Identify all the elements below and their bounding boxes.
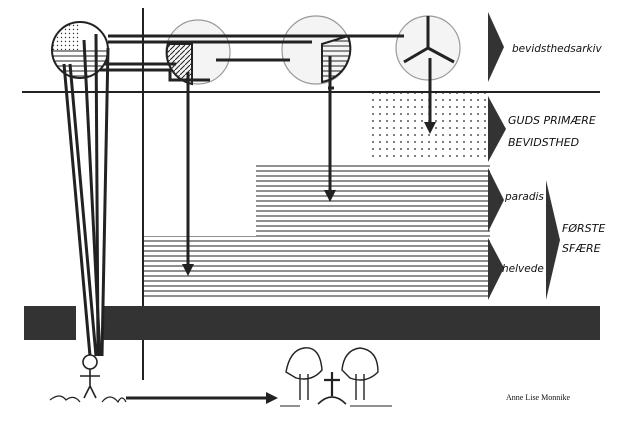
descent-arrows (182, 56, 436, 276)
paradise-marker (488, 168, 504, 232)
soul-streams (62, 33, 110, 357)
sphere-1 (51, 21, 109, 79)
archive-marker (488, 12, 504, 82)
connector-pipes (100, 34, 404, 90)
first-sphere-marker (546, 180, 560, 300)
grave-mound (317, 396, 347, 405)
tree-right (341, 347, 379, 400)
hell-marker (488, 238, 504, 300)
gods-primary-marker (488, 96, 506, 162)
artist-credit: Anne Lise Monnike (506, 393, 570, 402)
label-first-sphere-1: FØRSTE (562, 222, 605, 235)
label-gods-primary-2: BEVIDSTHED (508, 136, 579, 149)
label-archive: bevidsthedsarkiv (512, 43, 603, 55)
level-markers (488, 12, 560, 300)
sphere-3 (281, 15, 352, 85)
label-paradise: paradis (504, 191, 544, 203)
person-figure (49, 354, 127, 404)
label-hell: helvede (502, 263, 544, 275)
label-first-sphere-2: SFÆRE (562, 242, 601, 255)
hell-region (143, 236, 490, 300)
ground-bar (24, 306, 600, 340)
cross-icon (324, 372, 340, 396)
paradise-region (256, 164, 490, 236)
grave-scene (280, 347, 392, 407)
sphere-4 (395, 15, 461, 81)
label-gods-primary-1: GUDS PRIMÆRE (508, 114, 596, 127)
tree-left (285, 347, 323, 400)
sphere-2 (165, 19, 231, 86)
